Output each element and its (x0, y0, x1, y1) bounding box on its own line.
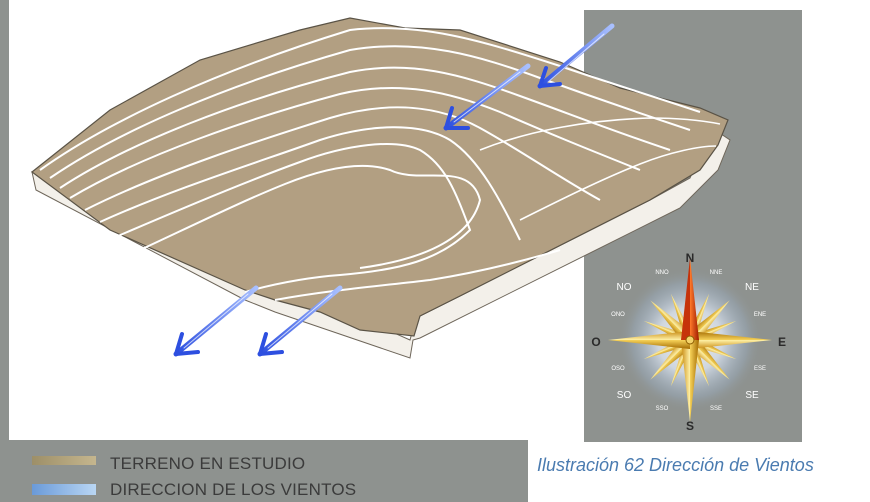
legend-label-terrain: TERRENO EN ESTUDIO (110, 454, 306, 473)
compass-label-oso: OSO (611, 366, 625, 372)
legend-swatch-wind (32, 484, 96, 495)
compass-label-ene: ENE (754, 312, 766, 318)
compass-minor-points (643, 293, 737, 387)
compass-label-no: NO (617, 282, 632, 293)
compass-label-nno: NNO (655, 270, 669, 276)
compass-label-n: N (686, 251, 695, 265)
compass-label-nne: NNE (710, 270, 723, 276)
compass-rose: N S E O NE SE SO NO NNE NNO ENE ESE SSE … (591, 251, 786, 433)
wind-arrows (173, 23, 615, 357)
compass-label-s: S (686, 419, 694, 433)
terrain-model (31, 17, 731, 359)
compass-label-sso: SSO (656, 406, 669, 412)
wind-arrow-icon (257, 285, 343, 357)
wind-arrow-icon (537, 23, 615, 89)
wind-arrow-icon (173, 285, 259, 357)
compass-label-so: SO (617, 390, 632, 401)
compass-label-se: SE (745, 390, 759, 401)
left-border (0, 0, 9, 446)
figure-caption: Ilustración 62 Dirección de Vientos (537, 455, 814, 475)
legend-label-wind: DIRECCION DE LOS VIENTOS (110, 480, 357, 499)
compass-label-e: E (778, 335, 786, 349)
compass-label-sse: SSE (710, 406, 722, 412)
compass-label-ne: NE (745, 282, 759, 293)
compass-label-ono: ONO (611, 312, 625, 318)
compass-cardinal-points (608, 258, 772, 422)
terrain-contours (39, 27, 701, 301)
compass-label-ese: ESE (754, 366, 766, 372)
wind-arrow-icon (443, 63, 531, 131)
compass-north-needle (681, 258, 699, 340)
compass-label-o: O (591, 335, 600, 349)
legend-swatch-terrain (32, 456, 96, 465)
